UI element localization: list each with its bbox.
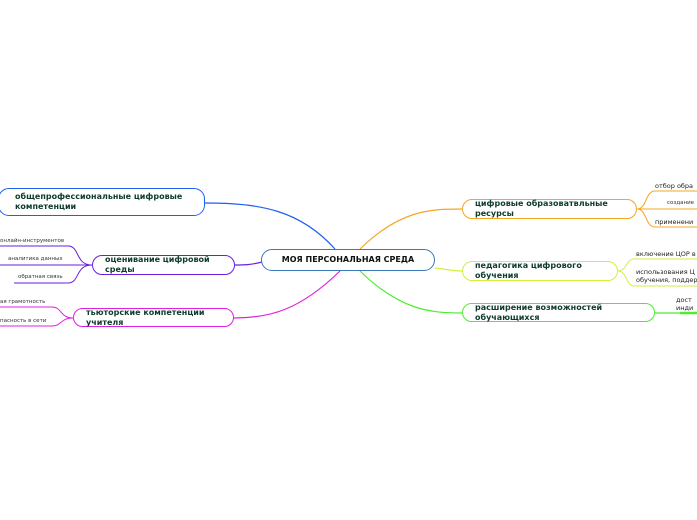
leaf[interactable]: обучения, поддер: [636, 276, 697, 284]
leaf[interactable]: пасность в сети: [0, 318, 47, 324]
branch-learner-empowerment[interactable]: расширение возможностей обучающихся: [462, 303, 655, 322]
leaf[interactable]: аналитика данных: [8, 256, 63, 262]
branch-digital-pedagogy[interactable]: педагогика цифрового обучения: [462, 261, 618, 281]
leaf[interactable]: применени: [655, 218, 694, 226]
branch-digital-resources[interactable]: цифровые образоватвльные ресурсы: [462, 199, 637, 219]
leaf[interactable]: онлайн-инструментов: [0, 238, 65, 244]
branch-general-competencies[interactable]: общепрофессиональные цифровые компетенци…: [0, 188, 205, 216]
leaf[interactable]: обратная связь: [18, 274, 63, 280]
leaf[interactable]: ая грамотность: [0, 299, 46, 305]
leaf[interactable]: использования Ц: [636, 268, 695, 276]
branch-digital-assessment[interactable]: оценивание цифровой среды: [92, 255, 235, 275]
central-node[interactable]: МОЯ ПЕРСОНАЛЬНАЯ СРЕДА: [261, 249, 435, 271]
branch-tutor-competencies[interactable]: тьюторские компетенции учителя: [73, 308, 234, 327]
leaf[interactable]: создание: [667, 200, 695, 206]
leaf[interactable]: дост: [676, 296, 692, 304]
leaf[interactable]: отбор обра: [655, 182, 694, 190]
leaf[interactable]: включение ЦОР в: [636, 250, 696, 258]
leaf[interactable]: инди: [676, 304, 694, 312]
